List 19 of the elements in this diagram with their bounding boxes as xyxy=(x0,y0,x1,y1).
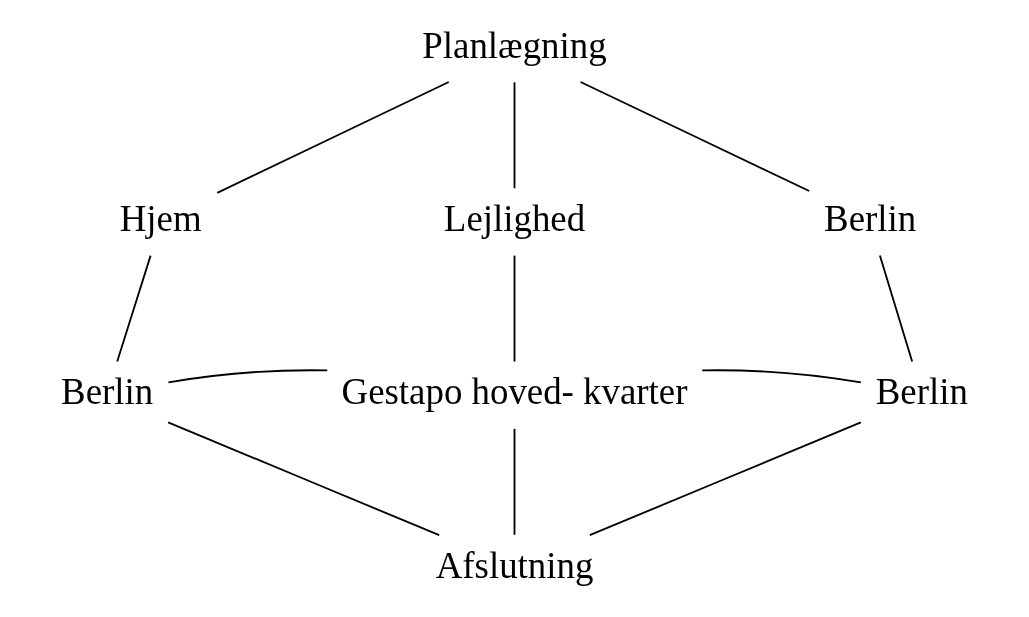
connector xyxy=(167,369,329,384)
node-text: Gestapo hoved- kvarter xyxy=(341,371,688,413)
node-text: Hjem xyxy=(119,198,202,240)
connector xyxy=(701,369,862,384)
node-text: Planlægning xyxy=(422,24,607,66)
connector xyxy=(116,254,152,363)
node-text: Berlin xyxy=(61,371,154,413)
connector xyxy=(579,81,811,192)
connector xyxy=(513,81,516,190)
connector xyxy=(513,427,516,536)
connector xyxy=(588,421,862,537)
connector xyxy=(216,81,450,194)
connector xyxy=(167,421,441,537)
node-text: Berlin xyxy=(875,371,968,413)
node-text: Berlin xyxy=(824,198,917,240)
connector xyxy=(879,254,914,363)
node-text: Afslutning xyxy=(435,544,594,586)
connector xyxy=(513,254,516,363)
node-text: Lejlighed xyxy=(443,198,586,240)
